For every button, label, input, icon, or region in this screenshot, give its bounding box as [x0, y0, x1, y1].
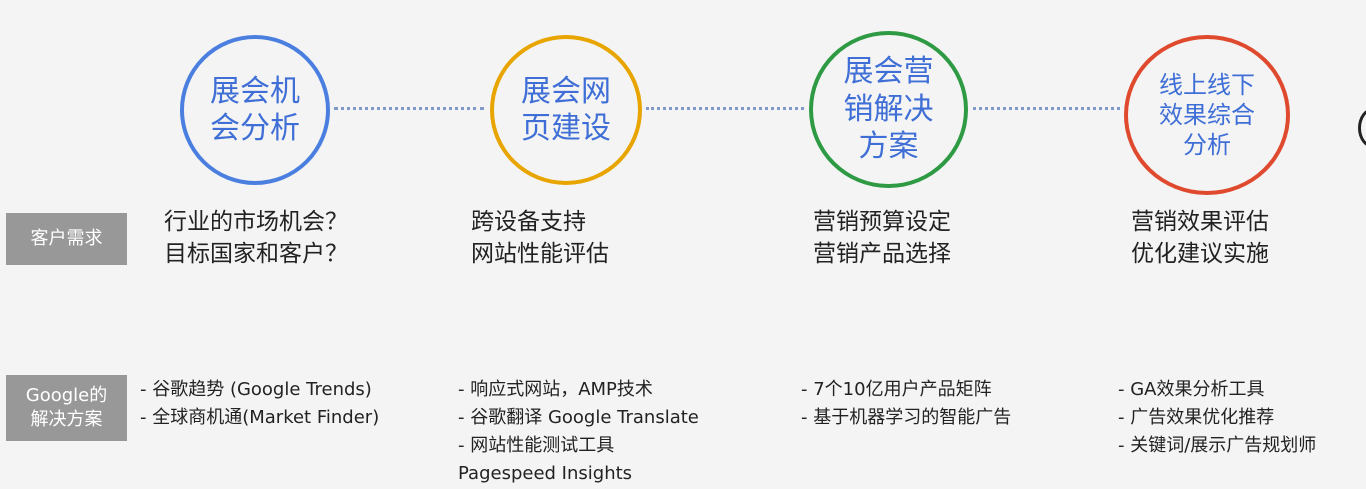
solutions-column-3: - 7个10亿用户产品矩阵 - 基于机器学习的智能广告: [801, 376, 1011, 432]
row-label-customer-needs: 客户需求: [6, 213, 127, 265]
stage-circle-effect-analysis: 线上线下 效果综合 分析: [1124, 35, 1290, 195]
row-label-solutions-line-1: Google的: [25, 384, 108, 406]
stage-1-line-2: 会分析: [210, 111, 300, 146]
dotted-connector-1: [334, 107, 484, 110]
stage-4-line-3: 分析: [1183, 131, 1231, 159]
needs-4-line-1: 营销效果评估: [1131, 209, 1269, 235]
stage-3-line-1: 展会营: [843, 54, 934, 90]
solutions-4-item-1: - GA效果分析工具: [1118, 379, 1265, 400]
needs-column-3: 营销预算设定 营销产品选择: [813, 206, 951, 270]
solutions-2-item-3: - 网站性能测试工具: [458, 435, 615, 456]
solutions-column-2: - 响应式网站，AMP技术 - 谷歌翻译 Google Translate - …: [458, 376, 699, 488]
solutions-2-item-1: - 响应式网站，AMP技术: [458, 379, 653, 400]
stage-3-line-3: 方案: [858, 129, 919, 165]
edge-arc-fragment: [1358, 108, 1366, 148]
needs-3-line-2: 营销产品选择: [813, 241, 951, 267]
needs-2-line-2: 网站性能评估: [471, 241, 609, 267]
stage-1-line-1: 展会机: [210, 73, 300, 109]
needs-1-line-1: 行业的市场机会？: [164, 209, 348, 235]
solutions-column-4: - GA效果分析工具 - 广告效果优化推荐 - 关键词/展示广告规划师: [1118, 376, 1316, 460]
row-label-needs-text: 客户需求: [30, 227, 103, 249]
row-label-google-solutions: Google的 解决方案: [6, 375, 127, 441]
dotted-connector-3: [973, 107, 1120, 110]
dotted-connector-2: [646, 107, 804, 110]
stage-3-line-2: 销解决: [843, 91, 934, 127]
stage-4-line-2: 效果综合: [1159, 101, 1255, 129]
solutions-3-item-1: - 7个10亿用户产品矩阵: [801, 379, 992, 400]
solutions-2-item-2: - 谷歌翻译 Google Translate: [458, 407, 699, 428]
needs-column-4: 营销效果评估 优化建议实施: [1131, 206, 1269, 270]
row-label-solutions-line-2: 解决方案: [30, 409, 103, 430]
solutions-2-item-4: Pagespeed Insights: [458, 463, 633, 484]
stage-2-line-2: 页建设: [521, 111, 611, 146]
stage-circle-website-building: 展会网 页建设: [490, 35, 642, 185]
needs-4-line-2: 优化建议实施: [1131, 241, 1269, 267]
stage-circle-exhibition-opportunity: 展会机 会分析: [180, 35, 330, 185]
solutions-4-item-3: - 关键词/展示广告规划师: [1118, 435, 1317, 456]
needs-2-line-1: 跨设备支持: [471, 209, 586, 235]
needs-column-1: 行业的市场机会？ 目标国家和客户？: [164, 206, 348, 270]
stage-2-line-1: 展会网: [521, 73, 611, 109]
solutions-1-item-2: - 全球商机通(Market Finder): [140, 407, 380, 428]
needs-3-line-1: 营销预算设定: [813, 209, 951, 235]
solutions-3-item-2: - 基于机器学习的智能广告: [801, 407, 1012, 428]
solutions-column-1: - 谷歌趋势 (Google Trends) - 全球商机通(Market Fi…: [140, 376, 379, 432]
needs-1-line-2: 目标国家和客户？: [164, 241, 348, 267]
needs-column-2: 跨设备支持 网站性能评估: [471, 206, 609, 270]
stage-circle-marketing-solution: 展会营 销解决 方案: [809, 31, 968, 188]
solutions-4-item-2: - 广告效果优化推荐: [1118, 407, 1275, 428]
solutions-1-item-1: - 谷歌趋势 (Google Trends): [140, 379, 372, 400]
stage-4-line-1: 线上线下: [1159, 71, 1255, 99]
